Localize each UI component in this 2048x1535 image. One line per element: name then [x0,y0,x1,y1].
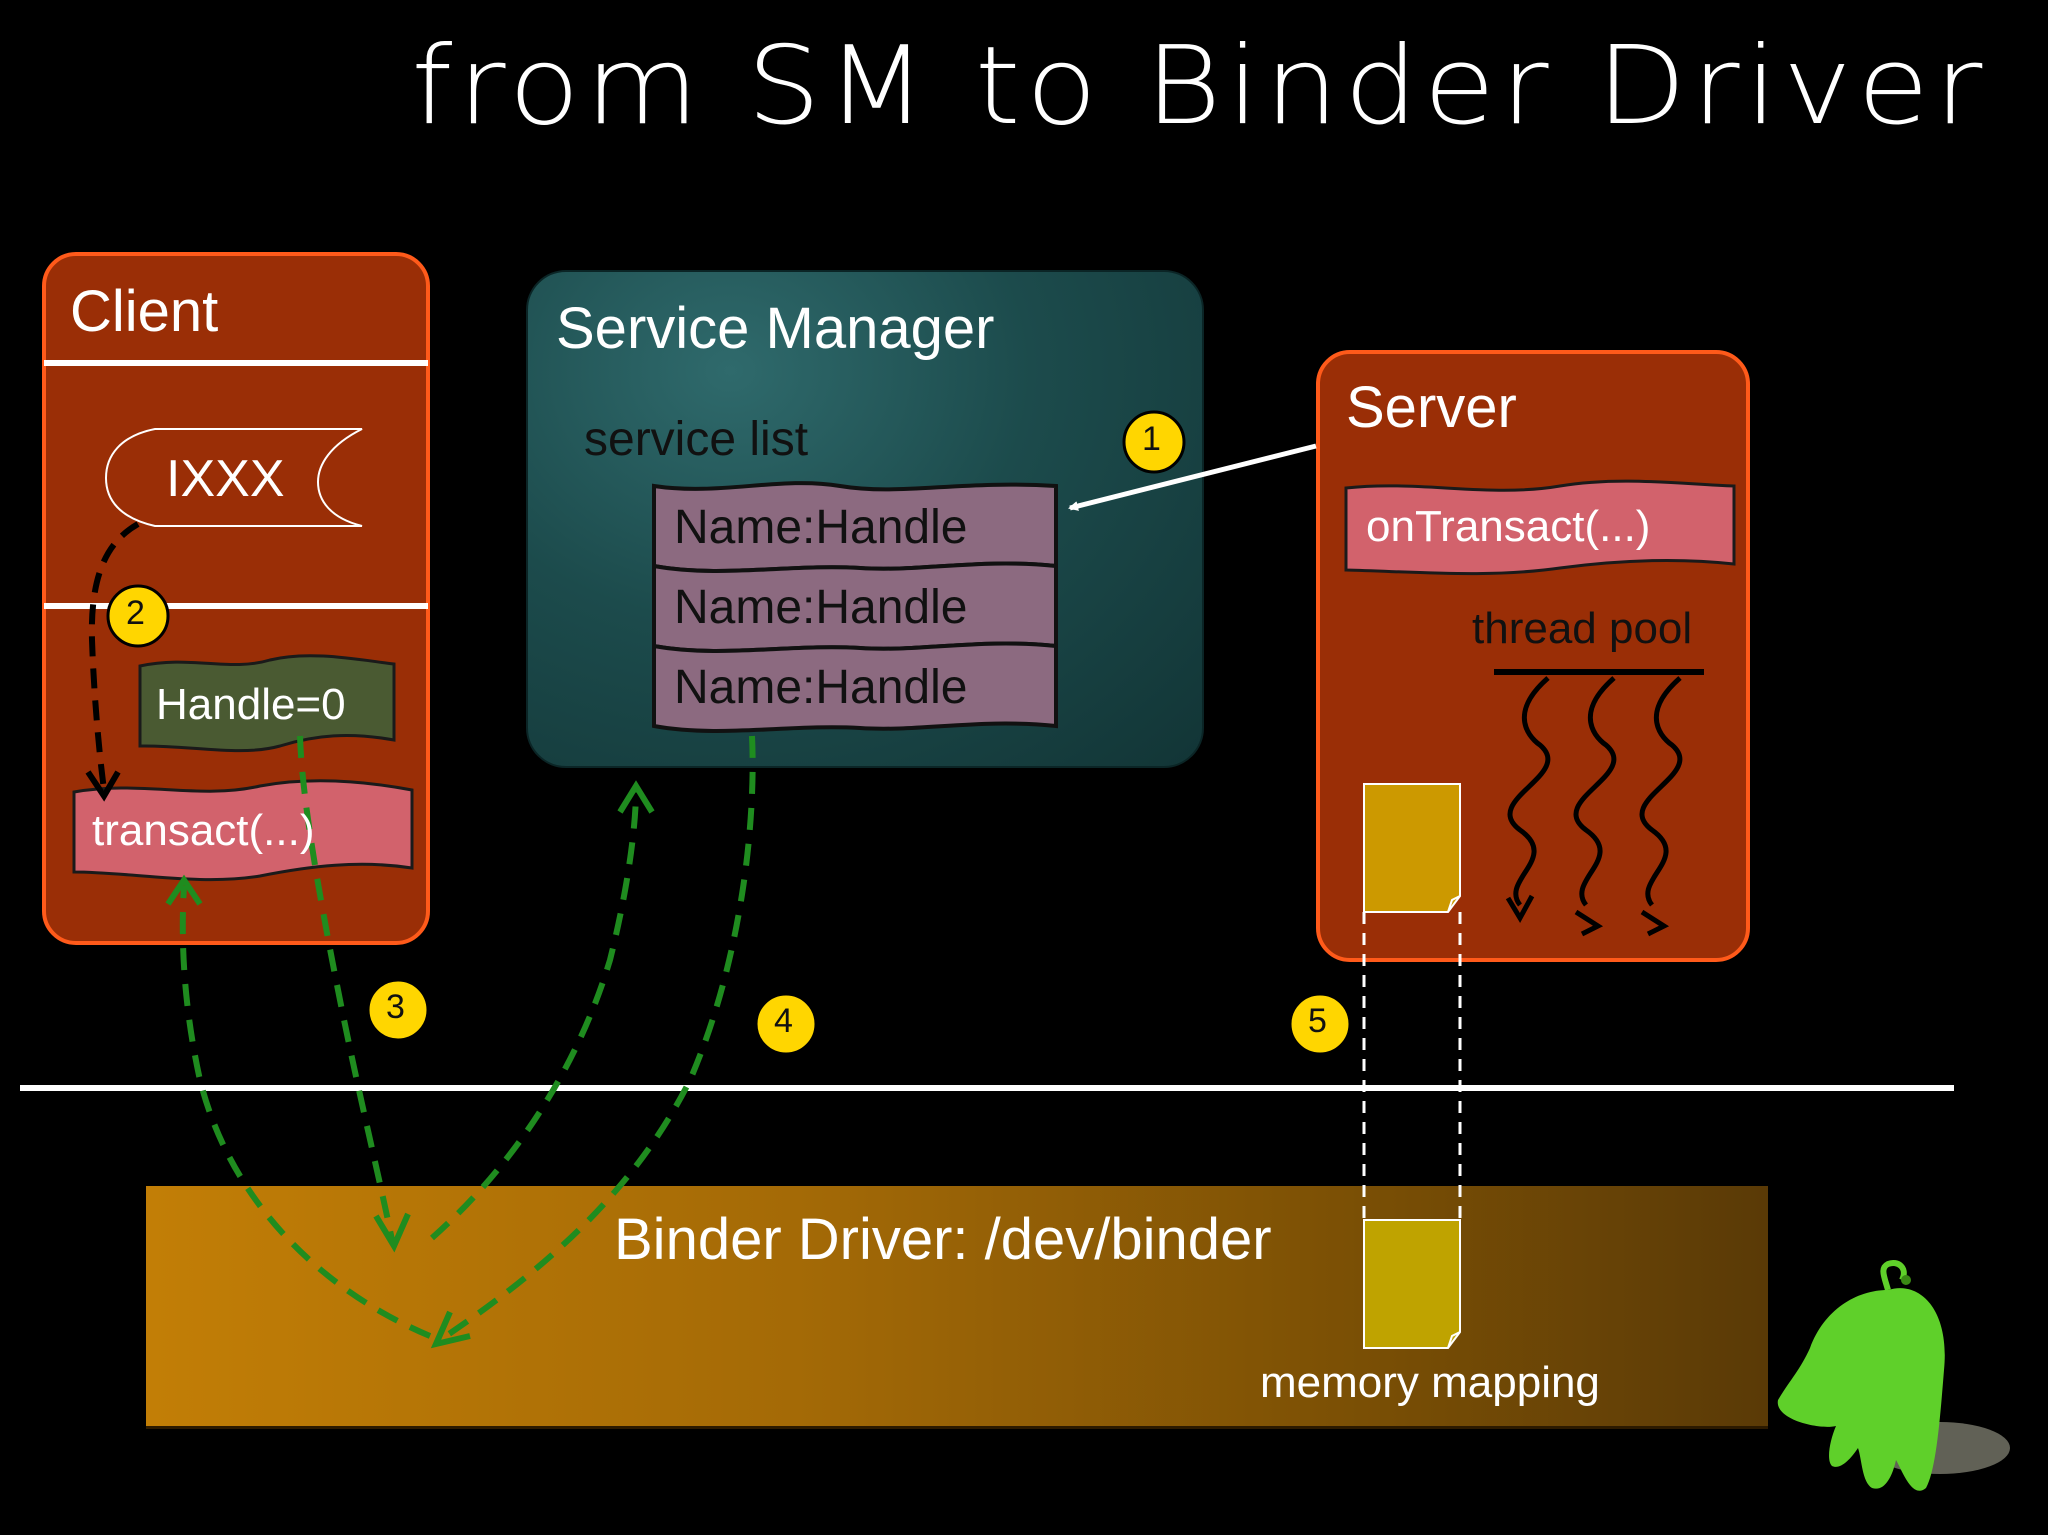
thread-pool-label: thread pool [1472,604,1693,653]
step-3-number: 3 [386,988,405,1026]
service-entry-2: Name:Handle [674,581,968,634]
android-mascot-icon [1777,1260,2010,1491]
thread-2 [1573,676,1617,907]
driver-memory-page [1363,1219,1461,1349]
service-list-label: service list [584,413,809,466]
interface-scroll [104,428,363,527]
service-entry-1: Name:Handle [674,501,968,554]
server-memory-page [1363,783,1461,913]
step-badge-2 [106,584,170,648]
thread-2-head [1574,909,1604,937]
binder-driver-bar [146,1186,1768,1429]
step-badge-1 [1122,410,1186,474]
client-interface-label: IXXX [166,450,285,508]
step1-arrow [1068,443,1317,511]
memory-mapping-label: memory mapping [1260,1358,1600,1407]
client-handle-label: Handle=0 [156,680,346,729]
client-transact-label: transact(...) [92,806,315,855]
server-ontransact-label: onTransact(...) [1366,502,1651,551]
service-manager-title: Service Manager [556,296,995,361]
step4-up-arrow [430,789,639,1241]
client-title: Client [70,279,219,344]
step-badge-3 [366,978,430,1042]
binder-driver-title: Binder Driver: /dev/binder [614,1207,1272,1272]
slide-title: from SM to Binder Driver [411,24,1988,149]
thread-1-head [1505,894,1535,924]
service-entry-3: Name:Handle [674,661,968,714]
server-title: Server [1346,375,1517,440]
ontransact-banner [1344,479,1736,576]
step-badge-4 [754,992,818,1056]
step-1-number: 1 [1142,420,1161,458]
step2-arrow [88,521,140,791]
thread-3 [1639,676,1683,907]
step4-down-arrow [438,735,756,1343]
step3-down-arrow [297,735,395,1241]
step-badge-5 [1288,992,1352,1056]
handle-banner [138,654,396,753]
service-entry-3-bg [652,641,1058,733]
step-4-number: 4 [774,1002,793,1040]
thread-1 [1507,676,1551,907]
thread-3-head [1640,909,1670,937]
transact-banner [72,779,414,882]
step3-up-arrow [179,885,432,1339]
step-5-number: 5 [1308,1002,1327,1040]
step-2-number: 2 [126,594,145,632]
